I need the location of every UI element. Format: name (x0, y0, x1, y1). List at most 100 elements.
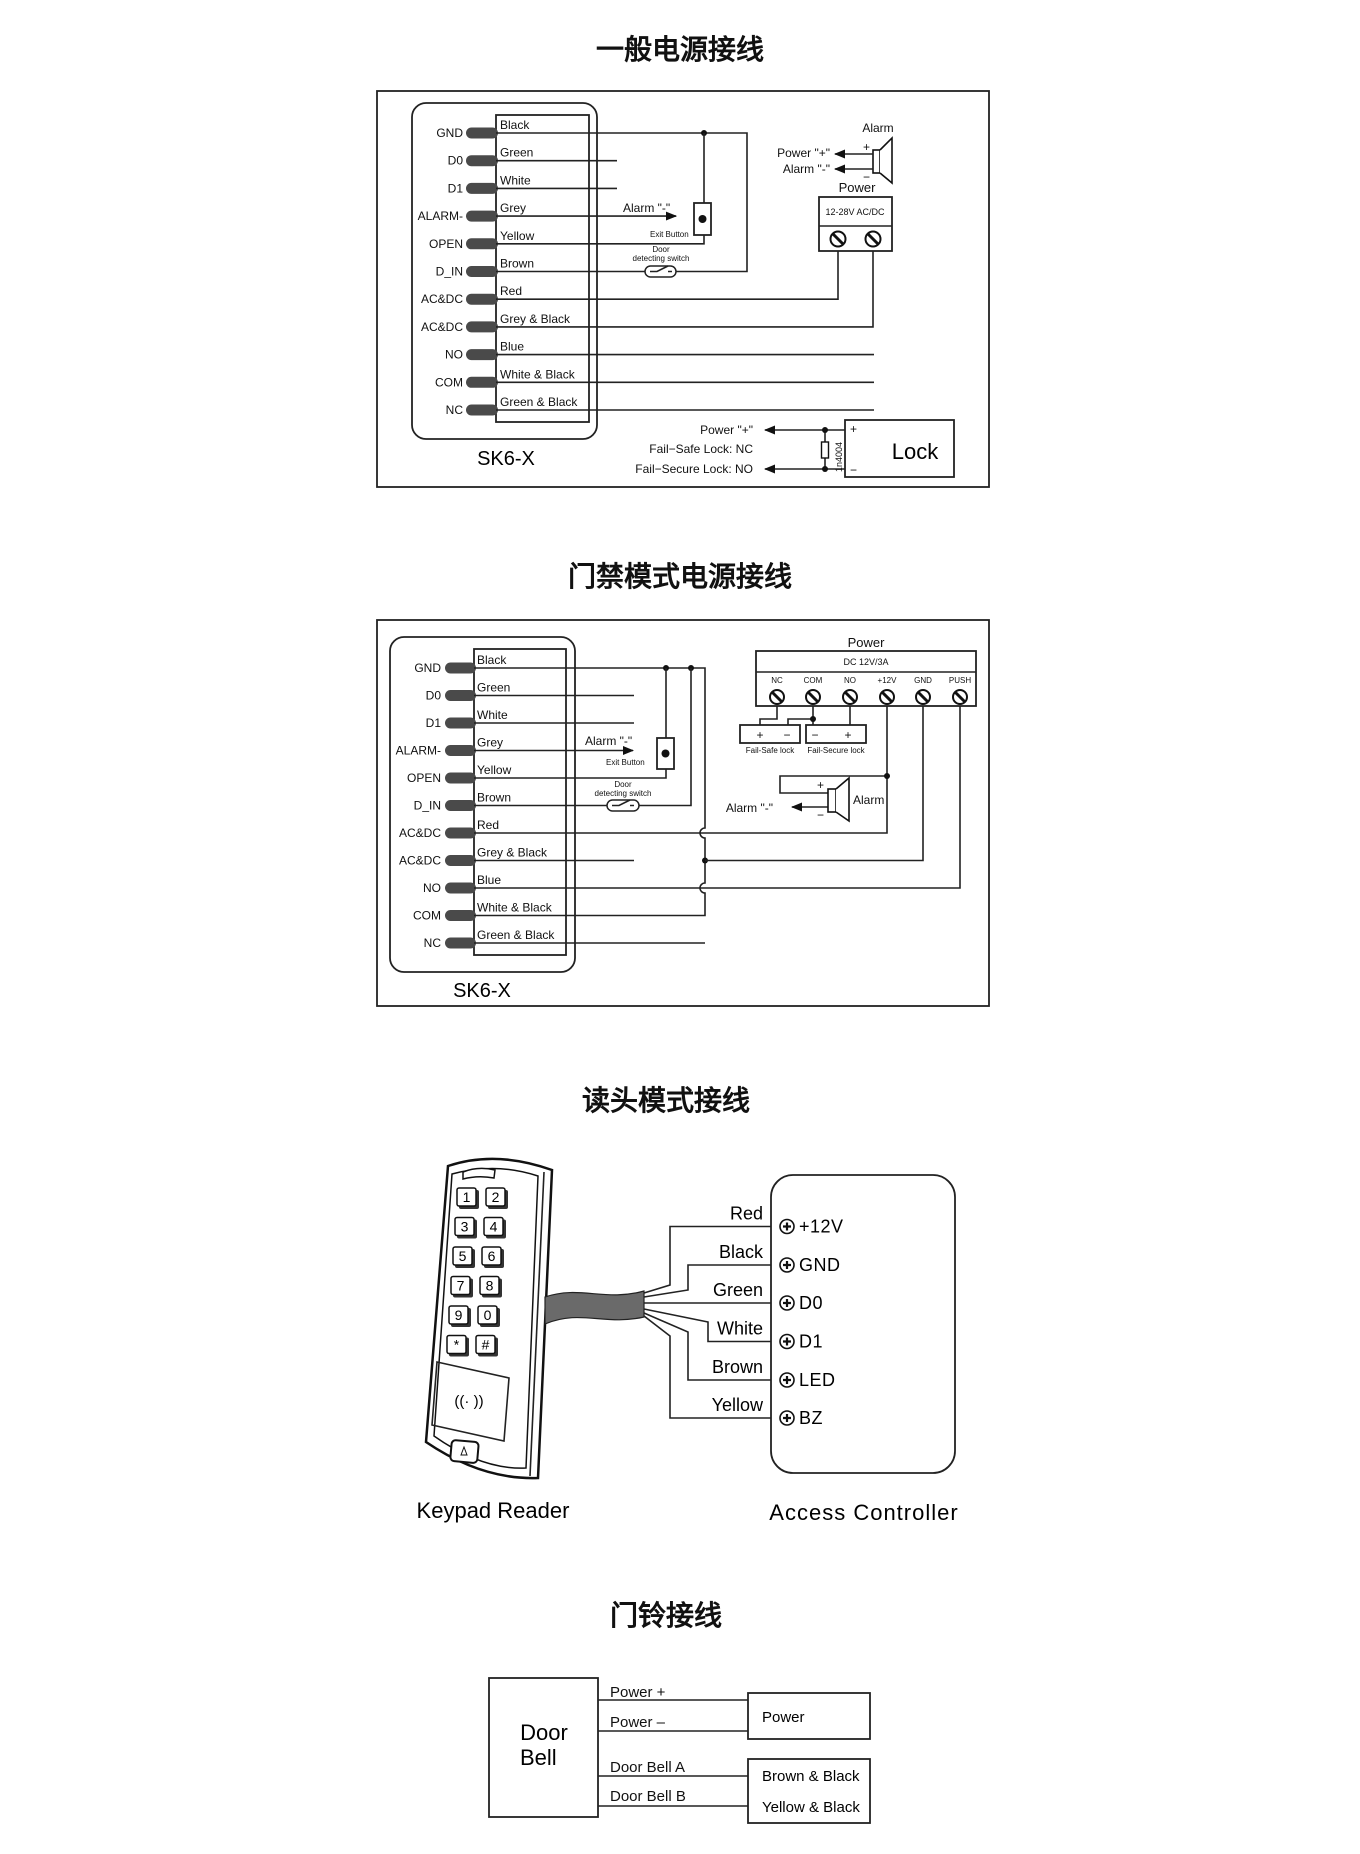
keypad-key[interactable]: 2 (485, 1187, 508, 1209)
screw-terminal-icon (879, 689, 895, 705)
fail-secure-lock-box (805, 724, 867, 744)
pin-connector-icon (445, 745, 476, 756)
access-controller-box (770, 1174, 956, 1474)
minus-sign: − (863, 170, 870, 184)
wire-color-label: Grey & Black (477, 846, 548, 860)
keypad-key[interactable]: 0 (477, 1305, 500, 1327)
pin-label: NO (423, 881, 441, 895)
doorbell-label-1: Door (520, 1720, 568, 1745)
power-spec: DC 12V/3A (843, 657, 888, 667)
keypad-key[interactable]: 1 (456, 1187, 479, 1209)
wire-color-label: Grey (500, 201, 526, 215)
door-switch-label: Door (652, 245, 670, 254)
key-label: 1 (463, 1189, 471, 1205)
pin-connector-icon (445, 772, 476, 784)
alarm-minus-label: Alarm "-" (783, 162, 830, 176)
keypad-key[interactable]: 4 (483, 1216, 506, 1239)
terminal-label: NO (844, 676, 856, 685)
wire-color-label: White & Black (500, 367, 576, 381)
lock-minus: − (850, 463, 857, 477)
bell-wire-box (747, 1758, 871, 1824)
keypad-key[interactable]: 3 (454, 1216, 477, 1239)
power-label: Power (839, 180, 877, 195)
screw-terminal-icon (952, 689, 968, 705)
terminal-screw-icon (779, 1257, 795, 1273)
rfid-symbol: ((· )) (454, 1393, 483, 1410)
pin-connector-icon (466, 182, 498, 194)
wire-color-label: Grey (477, 736, 503, 750)
pin-connector-icon (445, 662, 476, 674)
doorbell-label-2: Bell (520, 1745, 557, 1770)
fail-safe-plus: + (756, 728, 763, 742)
keypad-reader-label: Keypad Reader (417, 1498, 570, 1523)
keypad-key[interactable]: 7 (450, 1275, 473, 1298)
wire-color-label: Yellow (477, 763, 512, 777)
bell-wire-b-label: Yellow & Black (762, 1799, 860, 1816)
fail-safe-lock-label: Fail-Safe lock (746, 746, 795, 755)
terminal-label: +12V (799, 1217, 844, 1237)
wire-label-panel (473, 648, 567, 956)
power-label: Power (848, 635, 886, 650)
pin-label: GND (436, 126, 463, 140)
alarm-minus-label: Alarm "-" (726, 801, 773, 815)
keypad-key[interactable]: # (475, 1334, 498, 1357)
alarm-minus-sign: − (817, 808, 824, 822)
door-switch-icon (606, 799, 640, 812)
wire-color-label: Yellow (712, 1395, 764, 1415)
pin-label: OPEN (407, 771, 441, 785)
screw-terminal-icon (842, 689, 858, 705)
pin-connector-icon (466, 293, 498, 305)
pin-label: ALARM- (418, 209, 463, 223)
pin-label: AC&DC (421, 320, 463, 334)
terminal-screw-icon (779, 1295, 795, 1311)
keypad-key[interactable]: * (446, 1334, 469, 1357)
doorbell-button-icon[interactable] (449, 1439, 480, 1464)
reader-wires (643, 1225, 780, 1419)
wire-color-label: Blue (477, 873, 501, 887)
alarm-plus: + (817, 778, 824, 792)
pin-connector-icon (445, 855, 476, 866)
cable-icon (544, 1290, 645, 1325)
terminal-label: GND (799, 1255, 841, 1275)
pin-label: COM (435, 375, 463, 389)
screw-terminal-icon (915, 689, 931, 705)
keypad-key[interactable]: 5 (452, 1246, 475, 1268)
power-spec: 12-28V AC/DC (825, 207, 885, 217)
pin-connector-icon (466, 238, 498, 250)
pin-connector-icon (466, 376, 498, 388)
wire-color-label: White & Black (477, 901, 553, 915)
key-label: 7 (457, 1278, 465, 1294)
pin-connector-icon (466, 349, 498, 361)
pin-label: D0 (448, 154, 464, 168)
wire-color-label: Red (500, 284, 522, 298)
terminal-label: BZ (799, 1408, 823, 1428)
power-box (747, 1692, 871, 1740)
fail-safe-minus: − (783, 728, 790, 742)
lock-label: Lock (892, 439, 939, 464)
device-model-label: SK6-X (453, 980, 511, 1002)
power-terminal-block (818, 196, 893, 252)
alarm-label: Alarm (853, 793, 884, 807)
keypad-key[interactable]: 6 (481, 1246, 504, 1268)
pin-label: GND (414, 661, 441, 675)
doorbell-b-wire-label: Door Bell B (610, 1788, 686, 1805)
alarm-speaker-icon (827, 776, 850, 823)
key-label: 8 (486, 1278, 494, 1294)
diode-label: 1n4004 (834, 442, 844, 472)
keypad-key[interactable]: 9 (448, 1305, 471, 1327)
wire-color-label: Green & Black (500, 395, 578, 409)
keypad-key[interactable]: 8 (479, 1275, 502, 1298)
diode-icon (820, 441, 830, 459)
pin-connector-icon (445, 882, 476, 894)
pin-connector-icon (445, 800, 476, 811)
wire-color-label: Yellow (500, 229, 535, 243)
key-label: 4 (490, 1219, 498, 1235)
doorbell-a-wire-label: Door Bell A (610, 1759, 685, 1776)
alarm-power-plus-label: Power "+" (777, 146, 830, 160)
wire-color-label: Black (719, 1242, 764, 1262)
fail-secure-minus: − (811, 728, 818, 742)
bell-wire-a-label: Brown & Black (762, 1768, 860, 1785)
pin-connector-icon (466, 210, 498, 222)
